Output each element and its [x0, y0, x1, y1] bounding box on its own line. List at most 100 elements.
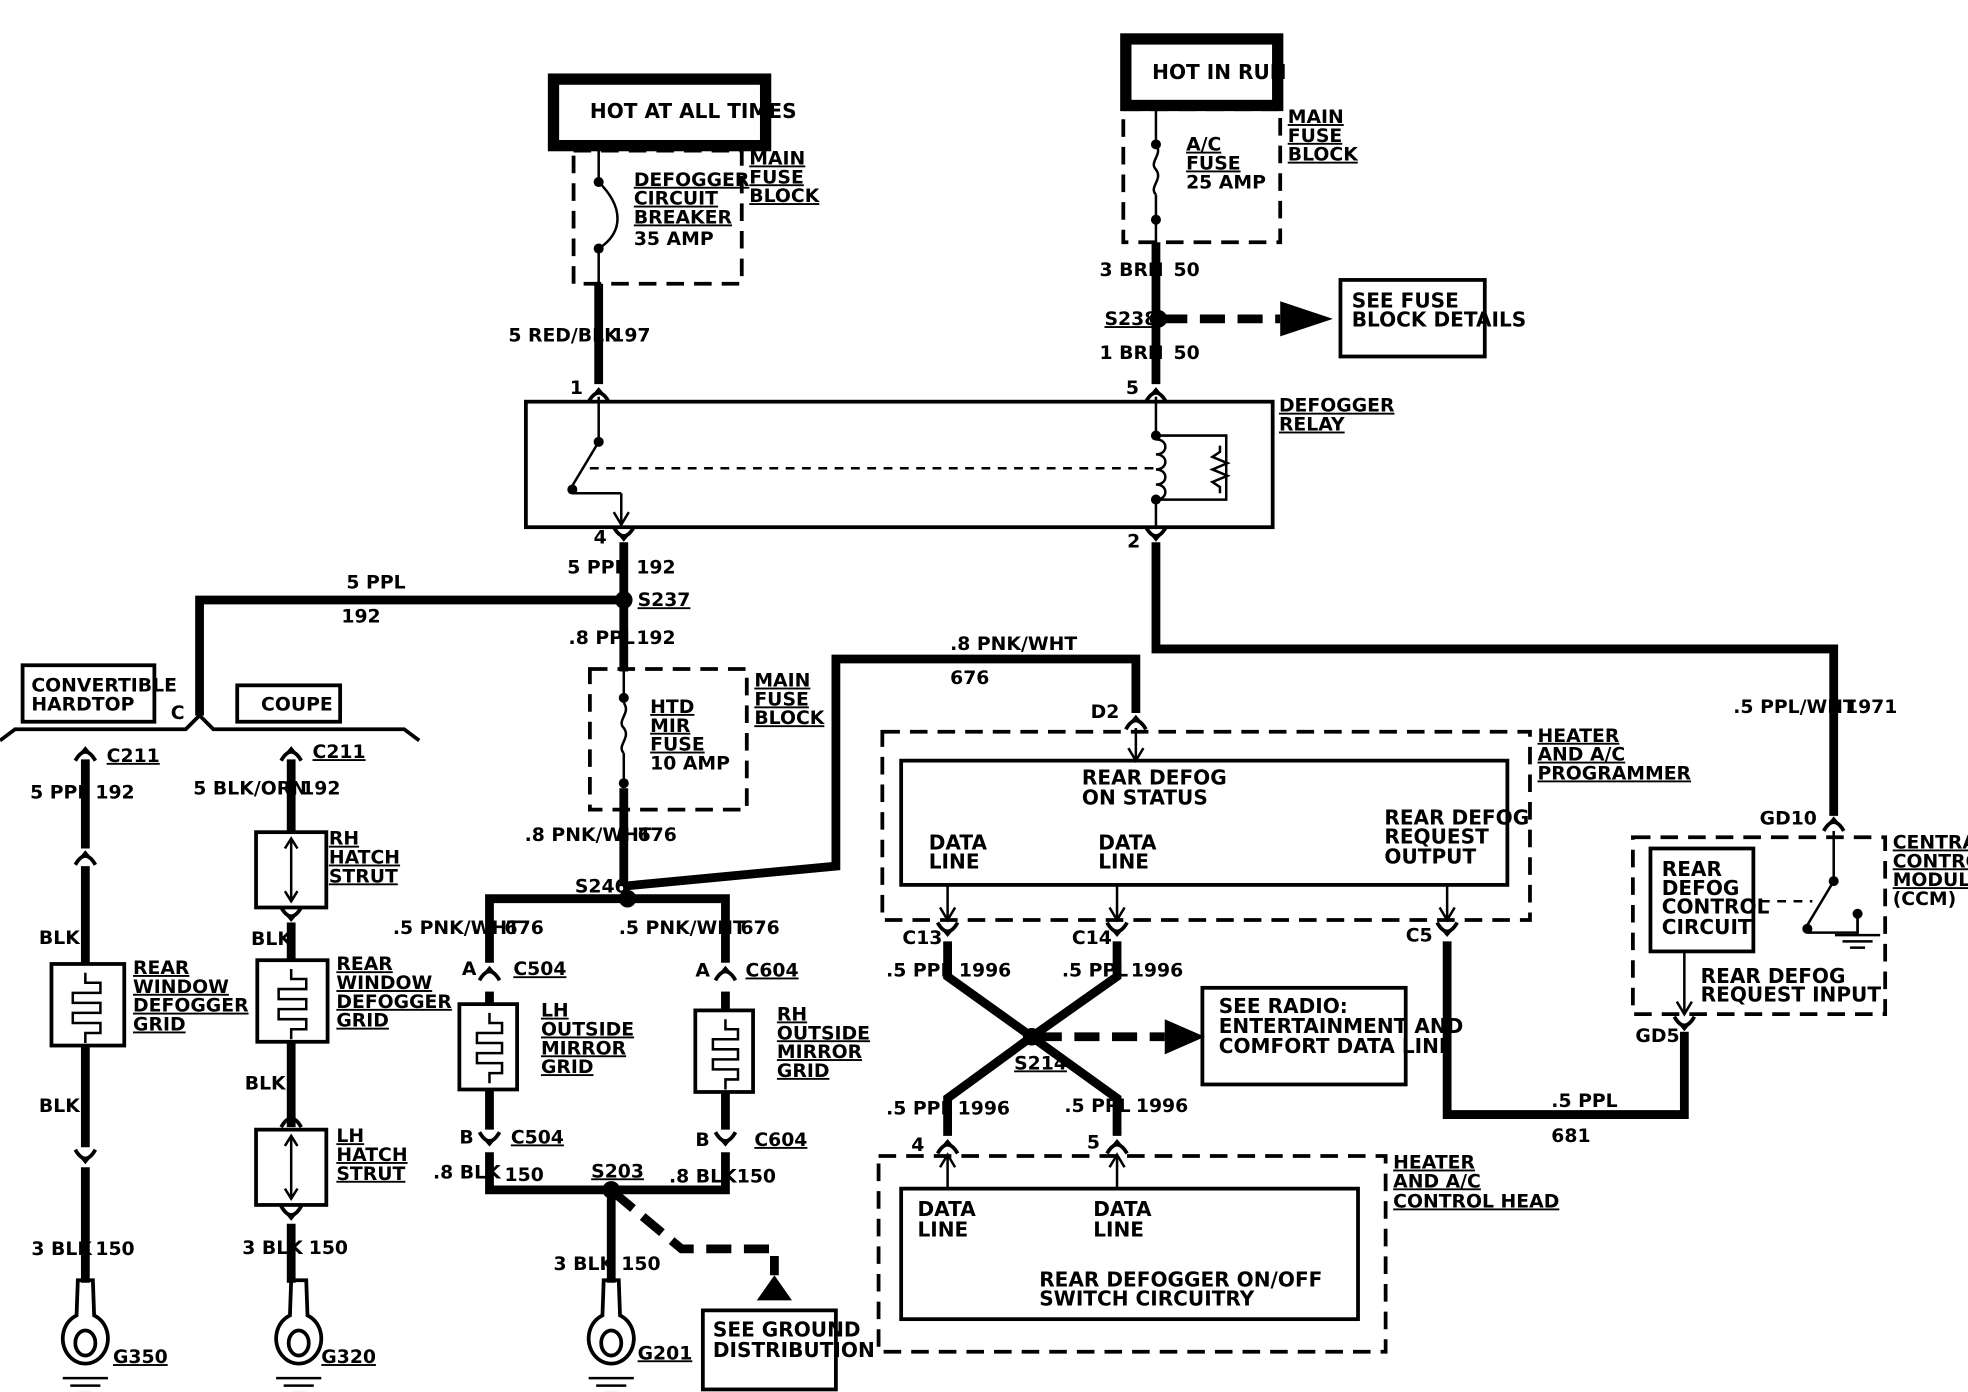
ac-fuse-dashed-box — [1121, 107, 1283, 245]
splice-label-s203: S203 — [591, 1161, 644, 1182]
relay-label-line1: DEFOGGER — [1279, 396, 1395, 417]
wire-676-lh — [485, 894, 730, 963]
wire-label-1971: 1971 — [1845, 697, 1897, 718]
wire-label-676-b: 676 — [950, 668, 989, 689]
conn-head-5-arrow-icon — [1109, 1138, 1125, 1150]
connector-c14: C14 — [1072, 928, 1112, 949]
coupe-grid-icon — [277, 968, 308, 1040]
ccm-request-input-1: REAR DEFOG — [1701, 964, 1846, 988]
prog-data-line-2b: LINE — [1098, 850, 1149, 874]
connector-c5: C5 — [1406, 925, 1433, 946]
conv-grid-label-3: DEFOGGER — [133, 996, 249, 1017]
fuse-block-arrow-icon — [1280, 301, 1333, 337]
prog-data-line-1b: LINE — [929, 850, 980, 874]
conn-pin4-icon — [612, 526, 636, 538]
control-head-dashed-box — [876, 1154, 1388, 1354]
breaker-terminal-bot — [593, 243, 604, 254]
splice-label-s237: S237 — [638, 590, 691, 611]
ccm-circuit-line3: CONTROL — [1662, 895, 1770, 919]
ccm-switch-pivot — [1828, 876, 1839, 887]
wire-label-681: 681 — [1551, 1126, 1590, 1147]
prog-request-output-2: REQUEST — [1384, 824, 1489, 848]
relay-out-arrow-icon — [612, 511, 630, 528]
conn-pin1-arrow-icon — [591, 387, 606, 398]
ground-lug-g350-hole — [73, 1328, 98, 1358]
htd-fuse-label-line2: MIR — [650, 716, 691, 737]
lh-mirror-label-4: GRID — [541, 1057, 594, 1078]
prog-data-line-1a: DATA — [929, 831, 988, 855]
wire-label-197: 197 — [611, 325, 650, 346]
wire-label-5-ppl-a: 5 PPL — [567, 558, 626, 579]
ccm-switch-contact — [1802, 923, 1813, 934]
conn-head-4-icon — [935, 1142, 960, 1155]
lh-connector-b: B — [459, 1127, 473, 1148]
conn-gd10-icon — [1822, 820, 1846, 832]
fuse-block-label-3c: BLOCK — [754, 708, 825, 729]
rh-strut-label-1: RH — [329, 829, 359, 850]
breaker-label-line3: BREAKER — [634, 207, 733, 228]
head-pin5-arrow-icon — [1108, 1152, 1126, 1168]
conn-c5-arrow-icon — [1439, 926, 1455, 938]
relay-label-line2: RELAY — [1279, 415, 1345, 436]
coupe-grid-label-2: WINDOW — [336, 973, 432, 994]
ccm-circuit-arrow-icon — [1675, 1000, 1693, 1017]
splice-label-s238: S238 — [1104, 309, 1157, 330]
wire-label-05-ppl-a: .5 PPL — [886, 961, 952, 982]
conn-c604-b-arrow-icon — [718, 1136, 733, 1147]
ac-fuse-label-line3: 25 AMP — [1186, 172, 1266, 193]
programmer-dashed-box — [880, 729, 1532, 922]
ac-fuse-terminal-bot — [1150, 214, 1161, 225]
relay-resistor-frame — [1155, 434, 1228, 501]
ground-lug-g201-hole — [599, 1328, 624, 1358]
breaker-label-line1: DEFOGGER — [634, 170, 750, 191]
rh-mirror-label-4: GRID — [777, 1061, 830, 1082]
htd-fuse-label-line1: HTD — [650, 697, 694, 718]
prog-request-output-1: REAR DEFOG — [1384, 806, 1529, 830]
conn-c211-conv-arrow-icon — [78, 746, 93, 757]
ccm-request-input-2: REQUEST INPUT — [1701, 983, 1882, 1007]
coupe-grid-symbol — [255, 958, 330, 1044]
breaker-label-line2: CIRCUIT — [634, 189, 718, 210]
ccm-circuit-line1: REAR — [1662, 857, 1723, 881]
splice-s238 — [1149, 310, 1168, 328]
rh-mirror-label-3: MIRROR — [777, 1042, 863, 1063]
wire-681 — [1442, 941, 1689, 1119]
connector-c13: C13 — [902, 928, 942, 949]
lh-mirror-grid-symbol — [457, 1002, 519, 1092]
wire-label-1-brn: 1 BRN — [1099, 343, 1163, 364]
conn-coupe-lh-strut-top-arrow-icon — [283, 1112, 299, 1123]
rh-connector-b: B — [695, 1130, 709, 1151]
htd-fuse-label-line3: FUSE — [650, 735, 705, 756]
rh-strut-label-2: HATCH — [329, 848, 400, 869]
relay-coil-terminal-top — [1150, 430, 1161, 441]
see-radio-line3: COMFORT DATA LINE — [1219, 1034, 1453, 1058]
wire-label-192-b: 192 — [341, 607, 380, 628]
ground-lug-g320-icon — [274, 1278, 324, 1366]
ccm-circuit-line4: CIRCUIT — [1662, 915, 1752, 939]
relay-pin-5: 5 — [1126, 378, 1139, 399]
conn-gd5-icon — [1672, 1015, 1697, 1028]
prog-c14-arrow-icon — [1108, 906, 1126, 923]
conn-c504-b-icon — [477, 1131, 502, 1143]
head-data-line-2b: LINE — [1093, 1217, 1144, 1241]
conv-grid-label-4: GRID — [133, 1014, 186, 1035]
conn-pin2-arrow-icon — [1148, 531, 1164, 542]
conv-connector-c211: C211 — [107, 746, 160, 767]
head-switch-line2: SWITCH CIRCUITRY — [1039, 1286, 1255, 1310]
prog-c5-arrow-icon — [1438, 906, 1456, 923]
connector-gd10: GD10 — [1760, 809, 1817, 830]
conv-wire-blk-b: BLK — [39, 1096, 81, 1117]
rh-mirror-label-1: RH — [777, 1004, 807, 1025]
conn-c13-icon — [935, 921, 960, 934]
head-pin4-arrow-icon — [938, 1152, 957, 1168]
control-head-inner-box — [899, 1186, 1360, 1322]
connector-d2: D2 — [1091, 702, 1120, 723]
coupe-wire-blk-a: BLK — [251, 929, 293, 950]
wire-label-192-a: 192 — [636, 558, 675, 579]
see-radio-line2: ENTERTAINMENT AND — [1219, 1014, 1464, 1038]
conn-c14-arrow-icon — [1109, 926, 1125, 938]
head-pin-4: 4 — [911, 1135, 924, 1156]
control-head-label-2: AND A/C — [1393, 1171, 1481, 1192]
rh-strut-label-3: STRUT — [329, 866, 398, 887]
lh-connector-a: A — [462, 959, 477, 980]
